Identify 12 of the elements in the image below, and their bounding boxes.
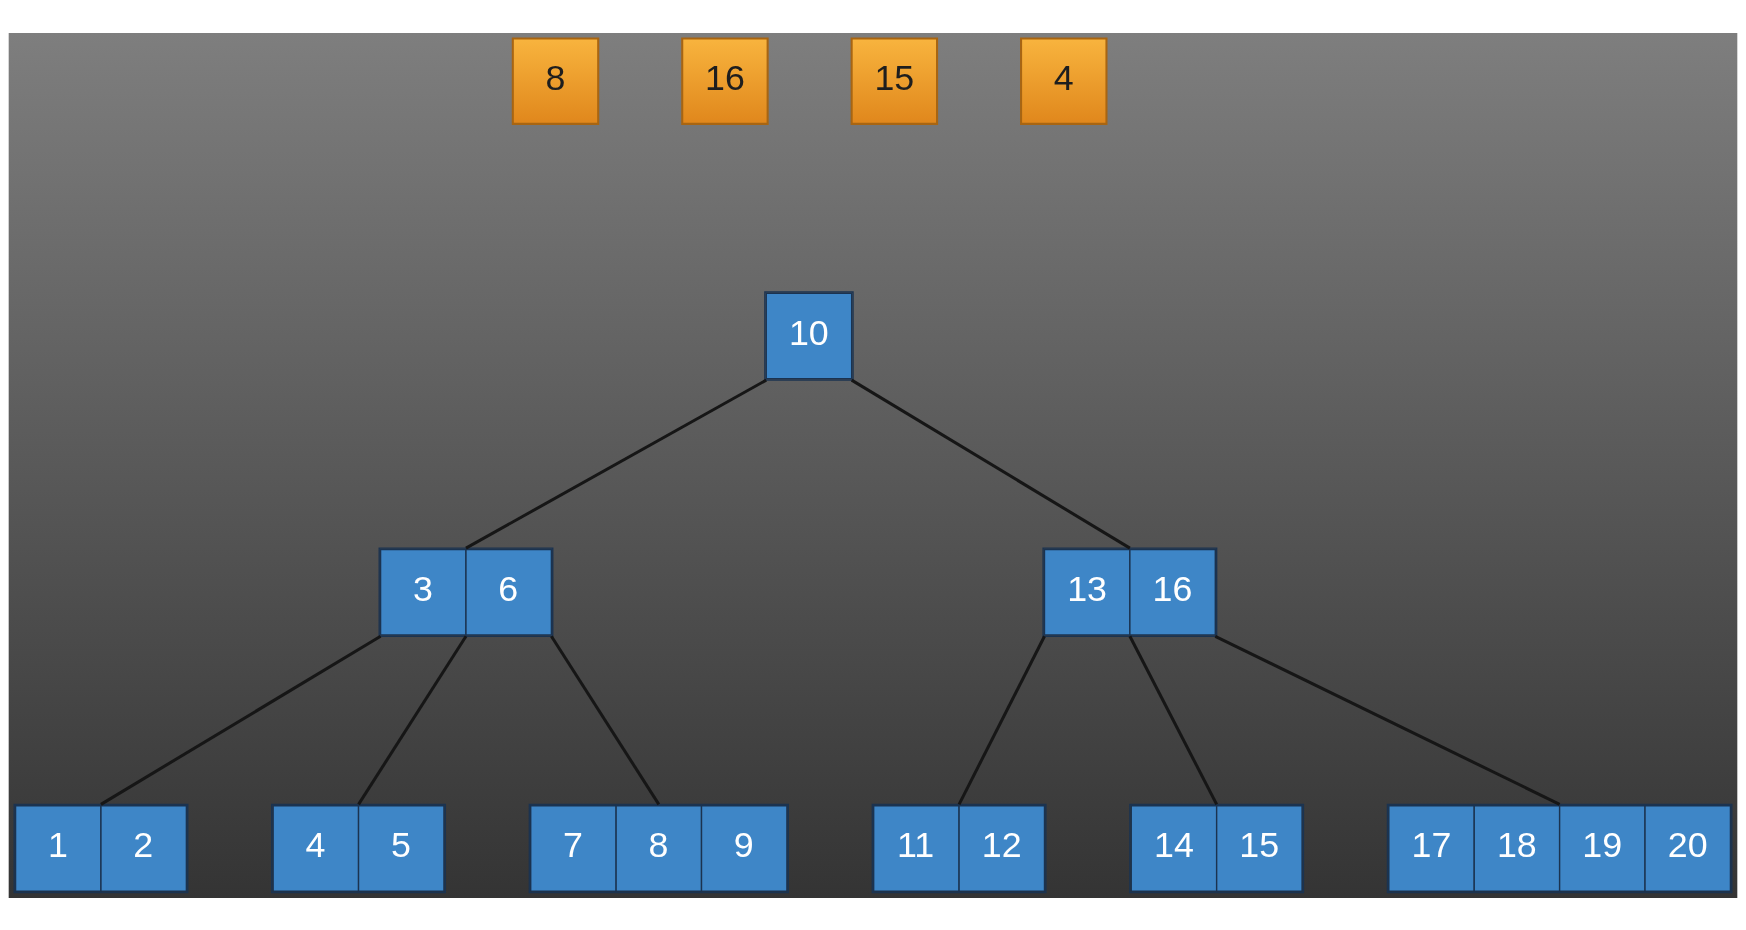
connector [1128,635,1218,805]
connector [957,635,1046,805]
connector [1214,634,1561,806]
node-box: 4 [1020,36,1108,125]
node-box: 8 [511,36,600,125]
connector [357,635,468,805]
connector [550,635,661,805]
connector [100,634,382,806]
connector [850,378,1131,549]
node-box: 15 [850,36,939,125]
node-box: 16 [681,36,769,125]
connector [465,378,767,549]
